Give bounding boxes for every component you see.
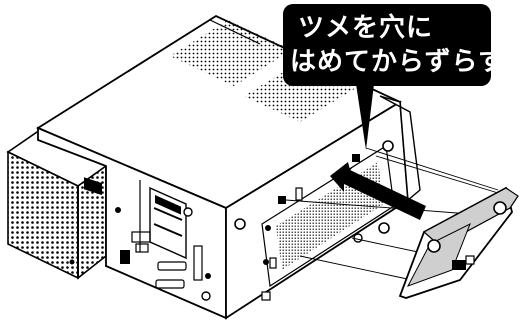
screw-icon — [378, 222, 390, 234]
screw-icon — [265, 225, 271, 231]
screw-icon — [205, 273, 211, 279]
screw-icon — [353, 233, 363, 243]
screw-icon — [201, 291, 211, 301]
screw-icon — [382, 140, 394, 152]
screw-icon — [115, 207, 121, 213]
guide-lines — [285, 147, 509, 281]
screw-icon — [427, 239, 441, 253]
instruction-line-2: はめてからずらす — [290, 47, 505, 77]
side-cover-part — [398, 186, 519, 299]
screw-icon — [263, 259, 269, 265]
screw-icon — [493, 201, 507, 215]
power-plug-icon — [84, 177, 102, 196]
instruction-line-1: ツメを穴に — [298, 13, 434, 43]
screw-icon — [183, 207, 193, 217]
callout-pointer — [356, 84, 374, 150]
screw-icon — [69, 259, 75, 265]
instruction-callout: ツメを穴に はめてからずらす — [283, 4, 504, 86]
screw-icon — [234, 218, 246, 230]
arrow-icon — [330, 162, 426, 220]
chassis-back-panel — [37, 126, 227, 320]
